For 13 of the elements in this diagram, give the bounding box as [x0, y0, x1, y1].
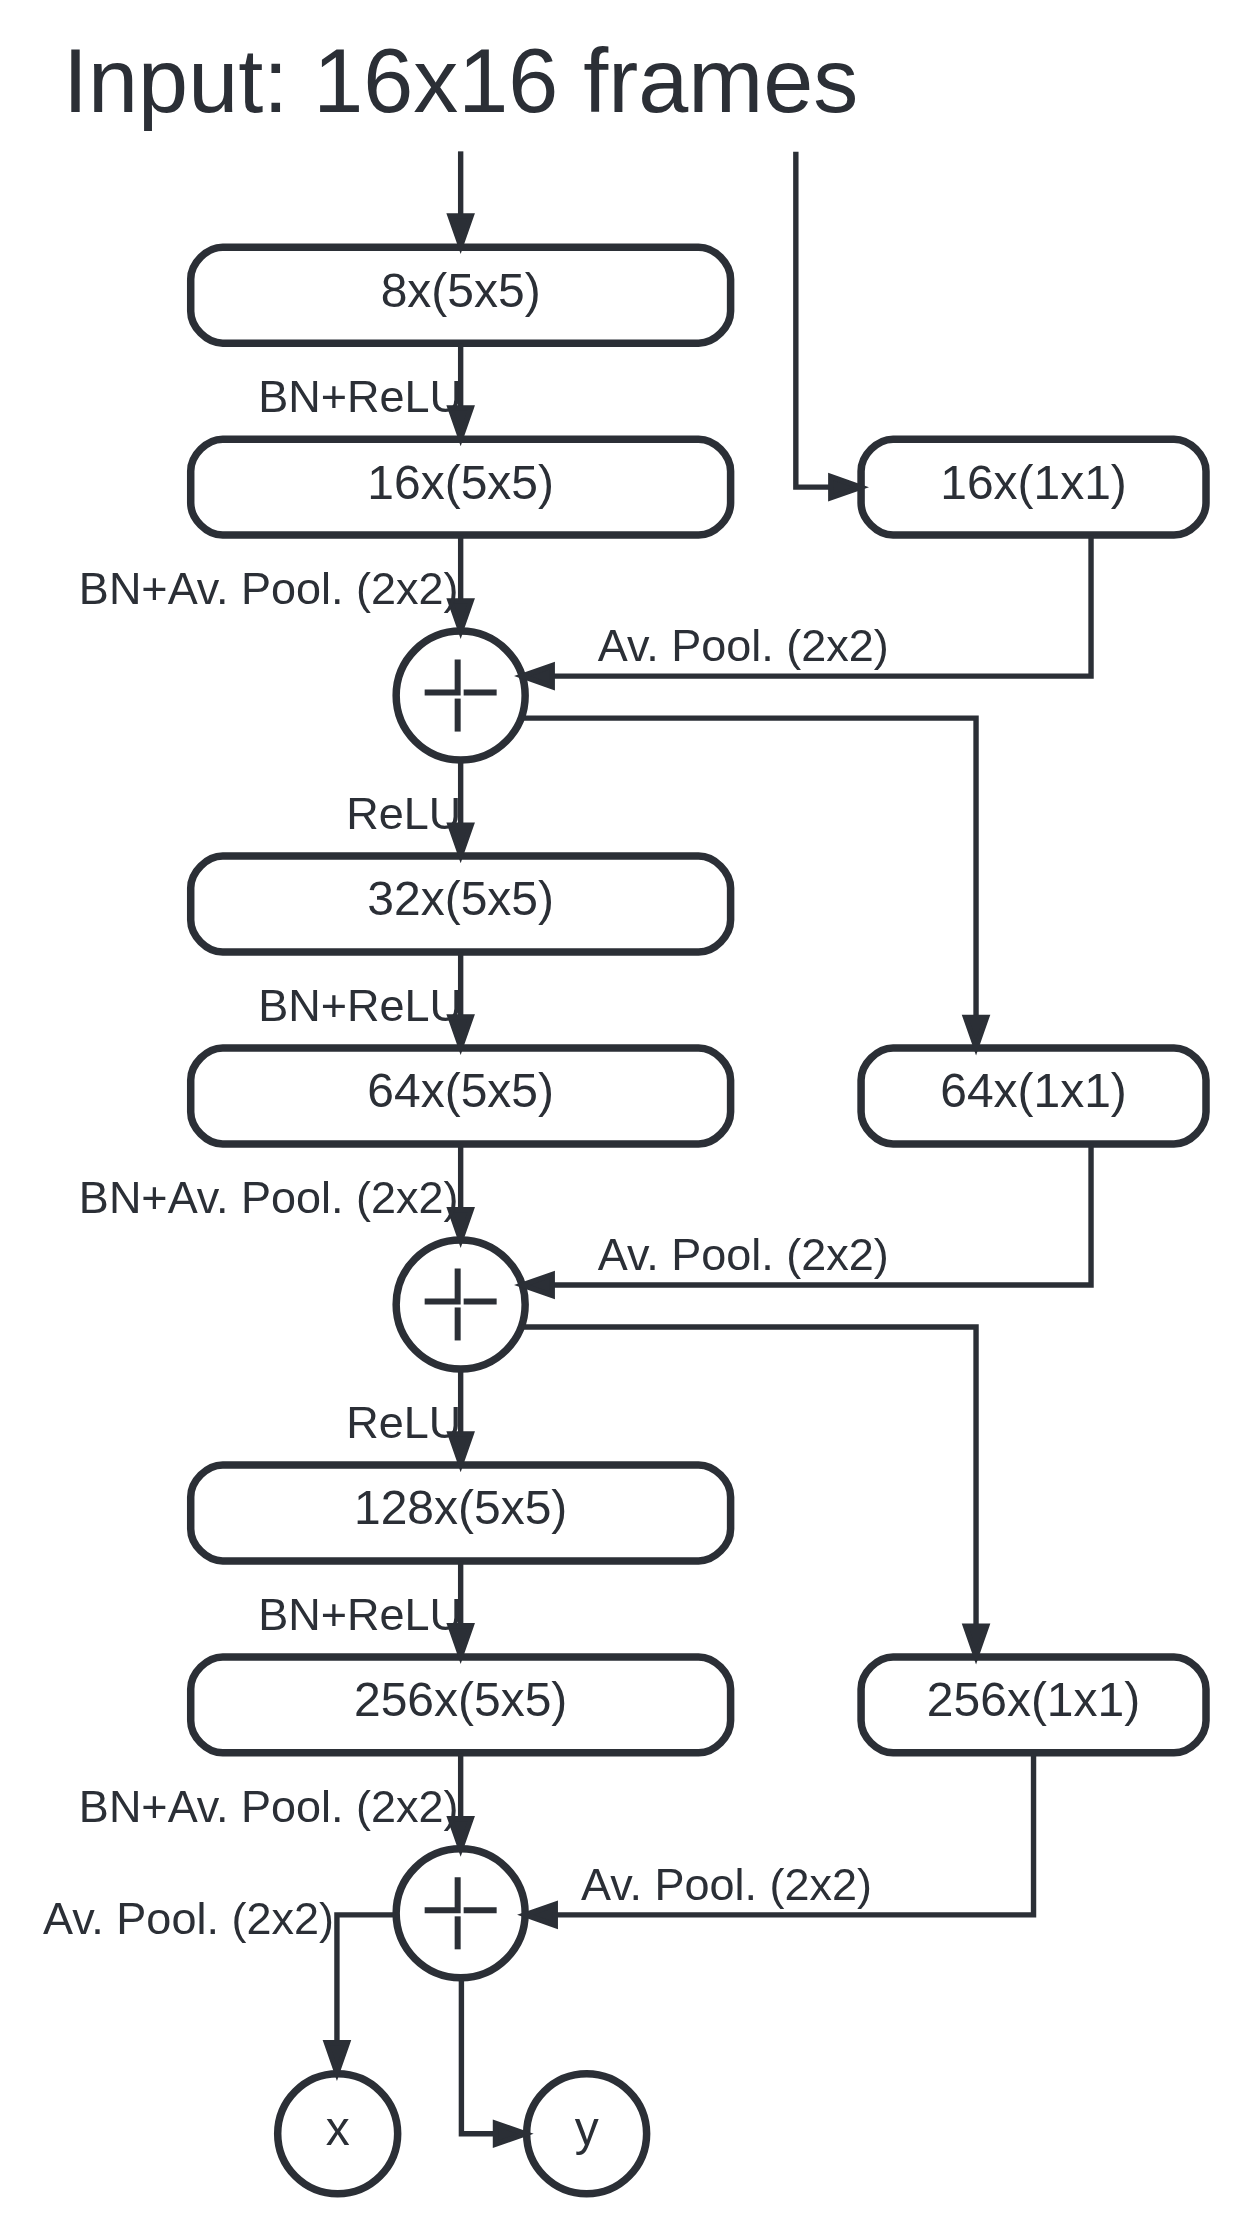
edge-label: Av. Pool. (2x2)	[43, 1892, 334, 1944]
edge-label: BN+ReLU	[258, 979, 463, 1031]
edge-label: Av. Pool. (2x2)	[597, 1228, 889, 1280]
edge-label: Av. Pool. (2x2)	[581, 1858, 872, 1910]
edge-label: ReLU	[346, 1396, 462, 1448]
edge-label: BN+ReLU	[258, 1588, 463, 1640]
edge-label: BN+ReLU	[258, 370, 463, 422]
edge-label: BN+Av. Pool. (2x2)	[78, 1780, 459, 1832]
edge-label: Av. Pool. (2x2)	[597, 619, 889, 671]
node-text: Input: 16x16 frames	[63, 30, 859, 131]
edge-label: BN+Av. Pool. (2x2)	[78, 562, 459, 614]
edge-label: ReLU	[346, 787, 462, 839]
edge-label: BN+Av. Pool. (2x2)	[78, 1171, 459, 1223]
